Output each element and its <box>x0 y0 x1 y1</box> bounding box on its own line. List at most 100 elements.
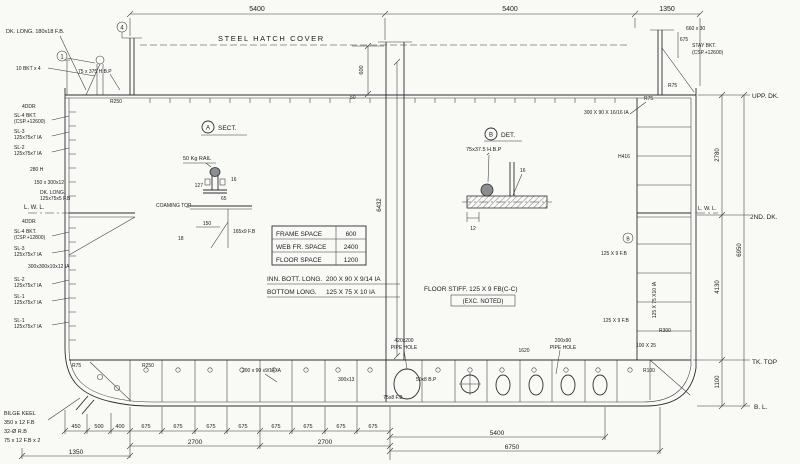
dim-675-3: 675 <box>206 424 215 430</box>
ref-mark-1: 1 <box>60 55 64 61</box>
hatch-coaming-left <box>122 37 142 95</box>
reference-marks <box>56 21 128 62</box>
dim-2700-a: 2700 <box>188 439 203 446</box>
label-bl: B. L. <box>754 404 768 411</box>
dim-675-5: 675 <box>271 424 280 430</box>
label-sl1a: SL-1 <box>14 294 25 300</box>
label-lwl-left: L. W. L. <box>24 205 45 211</box>
dim-675-6: 675 <box>303 424 312 430</box>
note-exc-noted: (EXC. NOTED) <box>463 299 504 305</box>
label-75x8-fb: 75x8 F.B <box>383 395 403 401</box>
notes-underlines <box>267 283 516 307</box>
label-dk-long: DK. LONG. 180x18 F.B. <box>6 29 65 35</box>
dim-1350-bottom: 1350 <box>69 449 84 456</box>
label-300x13: 300x13 <box>338 377 355 383</box>
label-sl1b: 125x75x7 IA <box>14 300 42 306</box>
label-r100: R100 <box>643 368 655 374</box>
label-stay-csp: (CSP.+12600) <box>692 50 724 56</box>
dim-5400-bottom: 5400 <box>490 430 505 437</box>
dim-6432: 6432 <box>377 198 383 212</box>
section-a-detail <box>183 120 252 249</box>
label-660x30: 660 x 30 <box>686 26 705 32</box>
label-hbp-top: 75 x 375 H.B.P <box>78 69 112 75</box>
detail-b <box>462 127 552 222</box>
label-side-long: 125 X 75 X10 IA <box>652 281 658 318</box>
right-double-side <box>636 98 691 396</box>
label-pipe-hole-2b: PIPE HOLE <box>550 345 577 351</box>
label-4ddr-2: 4DDR <box>22 219 36 225</box>
bilge-area-details <box>75 361 131 415</box>
label-bilge-keel-2: 350 x 12 F.B <box>4 420 35 426</box>
label-sl2-2a: SL-2 <box>14 277 25 283</box>
label-lwl-right: L. W. L. <box>698 206 717 212</box>
note-bottom-value: 125 X 75 X 10 IA <box>326 289 376 296</box>
label-sl4a: SL-4 BKT. <box>14 113 37 119</box>
label-r250-bilge: R250 <box>142 363 154 369</box>
dim-50: 50 <box>350 95 356 101</box>
dim-4130: 4130 <box>715 280 721 294</box>
bottom-dimensions <box>18 407 664 460</box>
double-bottom-floors <box>129 360 651 402</box>
label-dk-long-2b: 125x75x5 F.B <box>40 196 71 202</box>
label-125x9-b: 125 X 9 F.B <box>603 318 630 324</box>
label-dk-long-2a: DK. LONG. <box>40 190 65 196</box>
dim-top-1350: 1350 <box>659 6 675 13</box>
label-sl4-bkt-b: (CSP.+12800) <box>14 235 46 241</box>
label-steel-hatch-cover: STEEL HATCH COVER <box>218 34 325 43</box>
bulwark-and-post <box>64 55 105 96</box>
note-floor-stiff: FLOOR STIFF. 125 X 9 FB(C-C) <box>424 286 518 293</box>
table-frame-space: FRAME SPACE <box>276 231 323 238</box>
dim-400: 400 <box>115 424 124 430</box>
label-2nd-dk: 2ND. DK. <box>750 214 778 221</box>
label-150x300: 150 x 300x12 <box>34 180 64 186</box>
dim-top-5400-left: 5400 <box>249 6 265 13</box>
label-r75-bilge: R75 <box>72 363 81 369</box>
note-inn-bott-label: INN. BOTT. LONG. <box>267 276 322 283</box>
right-dimensions <box>693 91 750 410</box>
dim-coaming-600: 600 <box>359 65 365 74</box>
annotation-text: DK. LONG. 180x18 F.B. 4 1 10 BKT x 4 75 … <box>4 6 779 456</box>
det-b-ref-mark: B <box>626 237 630 243</box>
note-inn-bott-value: 200 X 90 X 9/14 IA <box>326 276 381 283</box>
label-sl3-2b: 125x75x7 IA <box>14 252 42 258</box>
label-rail: 50 Kg RAIL <box>183 156 211 162</box>
second-deck-left-stub <box>68 212 136 256</box>
dim-12: 12 <box>470 226 476 232</box>
dim-675-8: 675 <box>368 424 377 430</box>
label-r75-top: R75 <box>668 83 677 89</box>
top-dimensions <box>126 10 704 86</box>
table-web-space: WEB FR. SPACE <box>276 244 327 251</box>
ref-mark-4: 4 <box>120 26 124 32</box>
dim-675-2: 675 <box>173 424 182 430</box>
label-sl3-2a: SL-3 <box>14 246 25 252</box>
dim-top-5400-right: 5400 <box>502 6 518 13</box>
leader-lines <box>47 32 647 421</box>
dim-16b: 16 <box>520 168 526 174</box>
label-165x9: 165x9 F.B <box>233 229 256 235</box>
hull-outline <box>64 88 697 407</box>
sect-a-title: SECT. <box>218 125 237 132</box>
label-bilge-keel-3: 32-Ø R.B <box>4 429 27 435</box>
dim-450: 450 <box>71 424 80 430</box>
dim-2780: 2780 <box>715 148 721 162</box>
dim-675-1: 675 <box>141 424 150 430</box>
dim-16a: 16 <box>231 177 237 183</box>
label-web-300: 300x300x10x12 IA <box>28 264 70 270</box>
label-sl1-2b: 125x75x7 IA <box>14 324 42 330</box>
label-sl3a: SL-3 <box>14 129 25 135</box>
label-bilge-keel-1: BILGE KEEL <box>4 411 36 417</box>
dim-500: 500 <box>94 424 103 430</box>
label-r300: R300 <box>659 328 671 334</box>
table-floor-space-value: 1200 <box>344 257 359 264</box>
coaming-height-dimension <box>352 42 384 98</box>
dim-150: 150 <box>203 221 212 227</box>
label-125x9-a: 125 X 9 F.B <box>601 251 628 257</box>
label-sl4-bkt-a: SL-4 BKT. <box>14 229 37 235</box>
dim-1620: 1620 <box>518 348 529 354</box>
note-bottom-label: BOTTOM LONG. <box>267 289 317 296</box>
label-50x8-bp: 50x8 B.P <box>416 377 437 383</box>
shell-longitudinal-ticks <box>69 98 616 341</box>
dim-675-7: 675 <box>336 424 345 430</box>
label-sl4b: (CSP.+12600) <box>14 119 46 125</box>
